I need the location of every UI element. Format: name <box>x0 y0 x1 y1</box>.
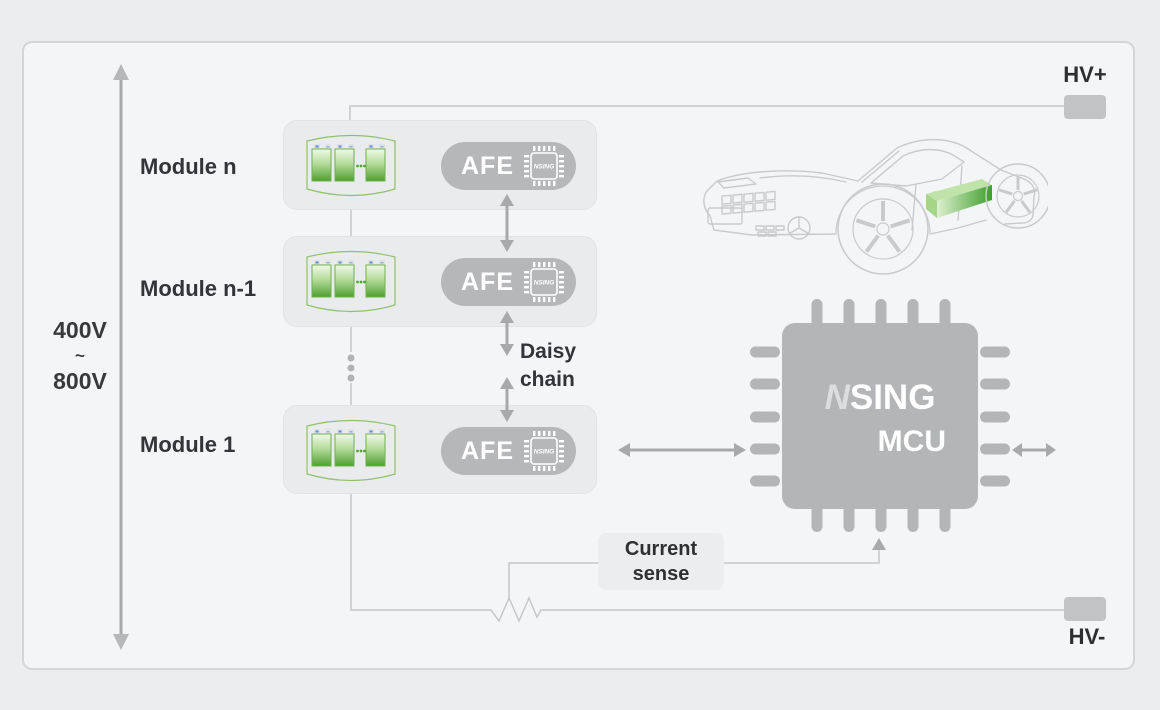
car-windshield <box>861 148 965 187</box>
battery-cells <box>311 429 386 467</box>
battery-cells <box>311 144 386 182</box>
hv-plus-terminal <box>1064 95 1106 119</box>
module-1-label: Module 1 <box>140 432 236 457</box>
hv-minus-label: HV- <box>1068 624 1106 649</box>
module-n1-block: AFE NSING <box>283 236 597 327</box>
voltage-min: 800V <box>53 368 107 394</box>
mcu-brand-text: NSING <box>825 378 936 417</box>
chip-brand-text: NSING <box>534 164 555 171</box>
nsing-chip-icon: NSING <box>524 146 564 186</box>
hv-minus-terminal <box>1064 597 1106 621</box>
mcu-chip: NSING MCU <box>744 293 1016 545</box>
afe-label: AFE <box>461 267 514 296</box>
mcu-brand-accent: N <box>825 378 851 417</box>
mcu-brand-rest: SING <box>850 378 936 417</box>
current-sense-line2: sense <box>632 562 690 585</box>
chip-brand-text: NSING <box>534 280 555 287</box>
afe-chip-pill: AFE NSING <box>441 427 576 475</box>
current-sense-label: Current sense <box>598 533 724 590</box>
daisy-chain-label: Daisy chain <box>520 338 576 394</box>
mcu-label: MCU <box>878 425 946 458</box>
module-n1-label: Module n-1 <box>140 276 257 301</box>
voltage-range-label: 400V ~ 800V <box>32 316 128 396</box>
mcu-body <box>782 323 978 509</box>
module-n-label: Module n <box>140 154 237 179</box>
nsing-chip-icon: NSING <box>524 262 564 302</box>
voltage-max: 400V <box>53 317 107 343</box>
car-front-wheel <box>835 183 931 275</box>
car-rear-wheel <box>985 163 1051 229</box>
battery-pack-icon <box>306 419 396 482</box>
afe-label: AFE <box>461 151 514 180</box>
car-hood-line <box>717 175 847 189</box>
battery-pack-icon <box>306 250 396 313</box>
chip-brand-text: NSING <box>534 449 555 456</box>
hv-plus-label: HV+ <box>1063 62 1107 87</box>
car-illustration <box>700 132 1051 294</box>
daisy-line2: chain <box>520 368 575 391</box>
car-body-outline <box>703 138 1036 225</box>
car-grille <box>721 190 776 215</box>
afe-chip-pill: AFE NSING <box>441 142 576 190</box>
battery-pack-icon <box>306 134 396 197</box>
voltage-tilde: ~ <box>75 346 85 365</box>
module-1-block: AFE NSING <box>283 405 597 494</box>
car-license-plate <box>707 207 743 225</box>
car-bottom-line <box>709 215 987 236</box>
module-n-block: AFE NSING <box>283 120 597 210</box>
mcu-pins <box>750 299 1010 532</box>
daisy-line1: Daisy <box>520 340 577 363</box>
current-sense-line1: Current <box>624 537 698 560</box>
car-lower-intake <box>755 225 785 237</box>
nsing-chip-icon: NSING <box>524 431 564 471</box>
battery-cells <box>311 260 386 298</box>
afe-chip-pill: AFE NSING <box>441 258 576 306</box>
afe-label: AFE <box>461 436 514 465</box>
battery-pack-highlight <box>926 179 992 218</box>
